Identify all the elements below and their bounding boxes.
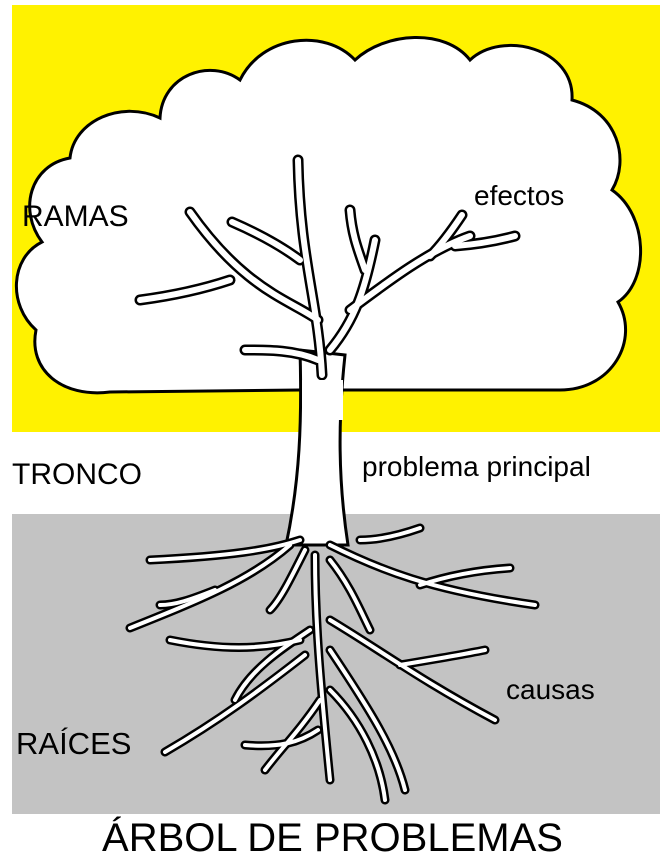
main-problem-label: problema principal [362, 451, 591, 482]
branch-lines [134, 154, 521, 381]
roots-label: RAÍCES [16, 726, 132, 761]
branches-label: RAMAS [22, 200, 129, 233]
diagram-title: ÁRBOL DE PROBLEMAS [102, 816, 563, 860]
effects-label: efectos [474, 180, 565, 211]
causes-label: causas [506, 674, 595, 705]
trunk-join [302, 380, 343, 420]
root-lines [125, 523, 540, 805]
tree-crown [14, 36, 643, 395]
trunk-label: TRONCO [12, 458, 142, 491]
